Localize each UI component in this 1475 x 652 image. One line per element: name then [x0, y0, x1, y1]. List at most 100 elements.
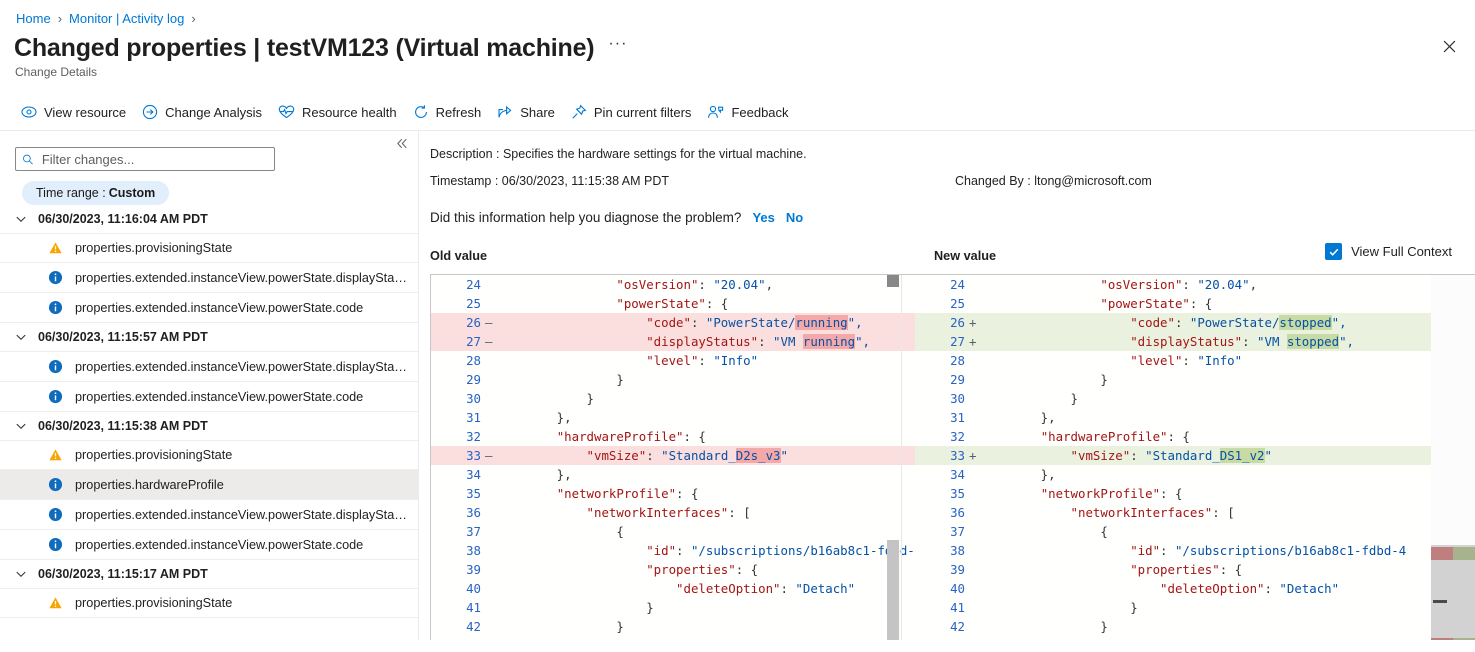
info-icon [48, 477, 63, 492]
code-line: 36 "networkInterfaces": [ [431, 503, 915, 522]
code-text: { [981, 524, 1108, 539]
code-line: 25 "powerState": { [431, 294, 915, 313]
info-icon [48, 359, 63, 374]
search-icon [23, 154, 33, 164]
view-full-context-checkbox[interactable]: View Full Context [1325, 243, 1452, 260]
code-text: } [497, 391, 594, 406]
diff-pane-old[interactable]: 24 "osVersion": "20.04",25 "powerState":… [431, 275, 915, 640]
diff-marker [485, 351, 497, 370]
code-line: 28 "level": "Info" [915, 351, 1475, 370]
chevron-down-icon[interactable] [14, 419, 28, 433]
collapse-sidebar-button[interactable] [392, 133, 412, 153]
diff-editor: 24 "osVersion": "20.04",25 "powerState":… [430, 274, 1475, 640]
code-line: 36 "networkInterfaces": [ [915, 503, 1475, 522]
content-area: Time range : Custom 06/30/2023, 11:16:04… [0, 131, 1475, 640]
timestamp-changedby-row: Timestamp : 06/30/2023, 11:15:38 AM PDT … [430, 161, 1475, 188]
code-line: 32 "hardwareProfile": { [431, 427, 915, 446]
change-list-item[interactable]: properties.provisioningState [0, 234, 418, 263]
view-resource-button[interactable]: View resource [14, 99, 135, 125]
feedback-label: Feedback [731, 104, 789, 120]
close-button[interactable] [1433, 30, 1465, 62]
refresh-button[interactable]: Refresh [406, 99, 491, 125]
change-details-pane: Description : Specifies the hardware set… [419, 131, 1475, 640]
diff-marker: + [969, 315, 977, 330]
warning-icon [49, 597, 62, 609]
breadcrumb-item-monitor-activity-log[interactable]: Monitor | Activity log [69, 10, 185, 26]
change-group-header[interactable]: 06/30/2023, 11:16:04 AM PDT [0, 205, 418, 234]
double-chevron-left-icon [396, 138, 407, 148]
code-text: } [981, 619, 1108, 634]
change-list-item[interactable]: properties.extended.instanceView.powerSt… [0, 263, 418, 293]
code-line: 34 }, [915, 465, 1475, 484]
share-button[interactable]: Share [490, 99, 564, 125]
changedby-label: Changed By [955, 174, 1024, 188]
feedback-yes-link[interactable]: Yes [752, 210, 775, 225]
diff-marker [485, 636, 497, 640]
change-list-item[interactable]: properties.provisioningState [0, 441, 418, 470]
page-header: Changed properties | testVM123 (Virtual … [0, 28, 1475, 64]
line-number: 39 [466, 562, 481, 577]
change-item-label: properties.extended.instanceView.powerSt… [75, 389, 364, 404]
search-input[interactable] [39, 150, 268, 168]
line-number: 25 [466, 296, 481, 311]
change-group-header[interactable]: 06/30/2023, 11:15:17 AM PDT [0, 560, 418, 589]
chevron-down-icon[interactable] [14, 330, 28, 344]
code-text: { [497, 524, 624, 539]
info-icon [48, 537, 63, 552]
breadcrumb-item-home[interactable]: Home [16, 10, 51, 26]
pin-icon [571, 104, 587, 120]
pin-current-filters-button[interactable]: Pin current filters [564, 99, 701, 125]
code-text: "hardwareProfile": { [556, 429, 706, 444]
page-title: Changed properties | testVM123 (Virtual … [14, 34, 595, 62]
resource-health-button[interactable]: Resource health [271, 99, 406, 125]
feedback-button[interactable]: Feedback [700, 99, 797, 125]
close-icon [1443, 40, 1455, 52]
code-line: 33– "vmSize": "Standard_D2s_v3" [431, 446, 915, 465]
code-text: "osVersion": "20.04", [1100, 277, 1258, 292]
timestamp-group: Timestamp : 06/30/2023, 11:15:38 AM PDT [430, 174, 955, 188]
code-text: "displayStatus": "VM running", [646, 334, 871, 349]
filter-changes-field[interactable] [15, 147, 275, 171]
chevron-down-icon[interactable] [14, 212, 28, 226]
change-list-item[interactable]: properties.extended.instanceView.powerSt… [0, 382, 418, 412]
code-line: 30 } [431, 389, 915, 408]
view-resource-label: View resource [44, 104, 127, 120]
chevron-down-icon[interactable] [14, 567, 28, 581]
change-list-item[interactable]: properties.hardwareProfile [0, 470, 418, 500]
code-line: 34 }, [431, 465, 915, 484]
diff-pane-new[interactable]: 24 "osVersion": "20.04",25 "powerState":… [915, 275, 1475, 640]
diff-marker [969, 275, 981, 294]
line-number: 40 [950, 581, 965, 596]
change-list-item[interactable]: properties.extended.instanceView.powerSt… [0, 293, 418, 323]
change-list-item[interactable]: properties.extended.instanceView.powerSt… [0, 500, 418, 530]
info-icon [48, 359, 63, 374]
command-bar: View resource Change Analysis Resource h… [0, 94, 1475, 131]
changes-sidebar: Time range : Custom 06/30/2023, 11:16:04… [0, 131, 419, 640]
diff-minimap[interactable] [1431, 275, 1475, 640]
code-text: "vmSize": "Standard_DS1_v2" [1070, 448, 1272, 463]
time-range-filter-pill[interactable]: Time range : Custom [22, 181, 170, 205]
line-number: 41 [950, 600, 965, 615]
refresh-icon [413, 104, 429, 120]
code-text: "properties": { [1130, 562, 1243, 577]
change-list-item[interactable]: properties.extended.instanceView.powerSt… [0, 352, 418, 382]
change-list-item[interactable]: properties.extended.instanceView.powerSt… [0, 530, 418, 560]
feedback-no-link[interactable]: No [785, 210, 804, 225]
change-group-timestamp: 06/30/2023, 11:15:38 AM PDT [38, 419, 208, 433]
change-list-item[interactable]: properties.provisioningState [0, 589, 418, 618]
more-options-button[interactable]: ··· [608, 34, 628, 52]
change-item-label: properties.extended.instanceView.powerSt… [75, 270, 407, 285]
change-group-header[interactable]: 06/30/2023, 11:15:57 AM PDT [0, 323, 418, 352]
code-text: } [497, 619, 624, 634]
change-analysis-button[interactable]: Change Analysis [135, 99, 271, 125]
old-pane-scrollbar[interactable] [887, 275, 901, 640]
chevron-down-icon [16, 423, 26, 430]
change-item-label: properties.extended.instanceView.powerSt… [75, 507, 407, 522]
code-text: } [981, 391, 1078, 406]
change-group-header[interactable]: 06/30/2023, 11:15:38 AM PDT [0, 412, 418, 441]
code-line: 29 } [915, 370, 1475, 389]
line-number: 34 [950, 467, 965, 482]
code-line: 29 } [431, 370, 915, 389]
code-text: "displayStatus": "VM stopped", [1130, 334, 1355, 349]
info-icon [48, 270, 63, 285]
